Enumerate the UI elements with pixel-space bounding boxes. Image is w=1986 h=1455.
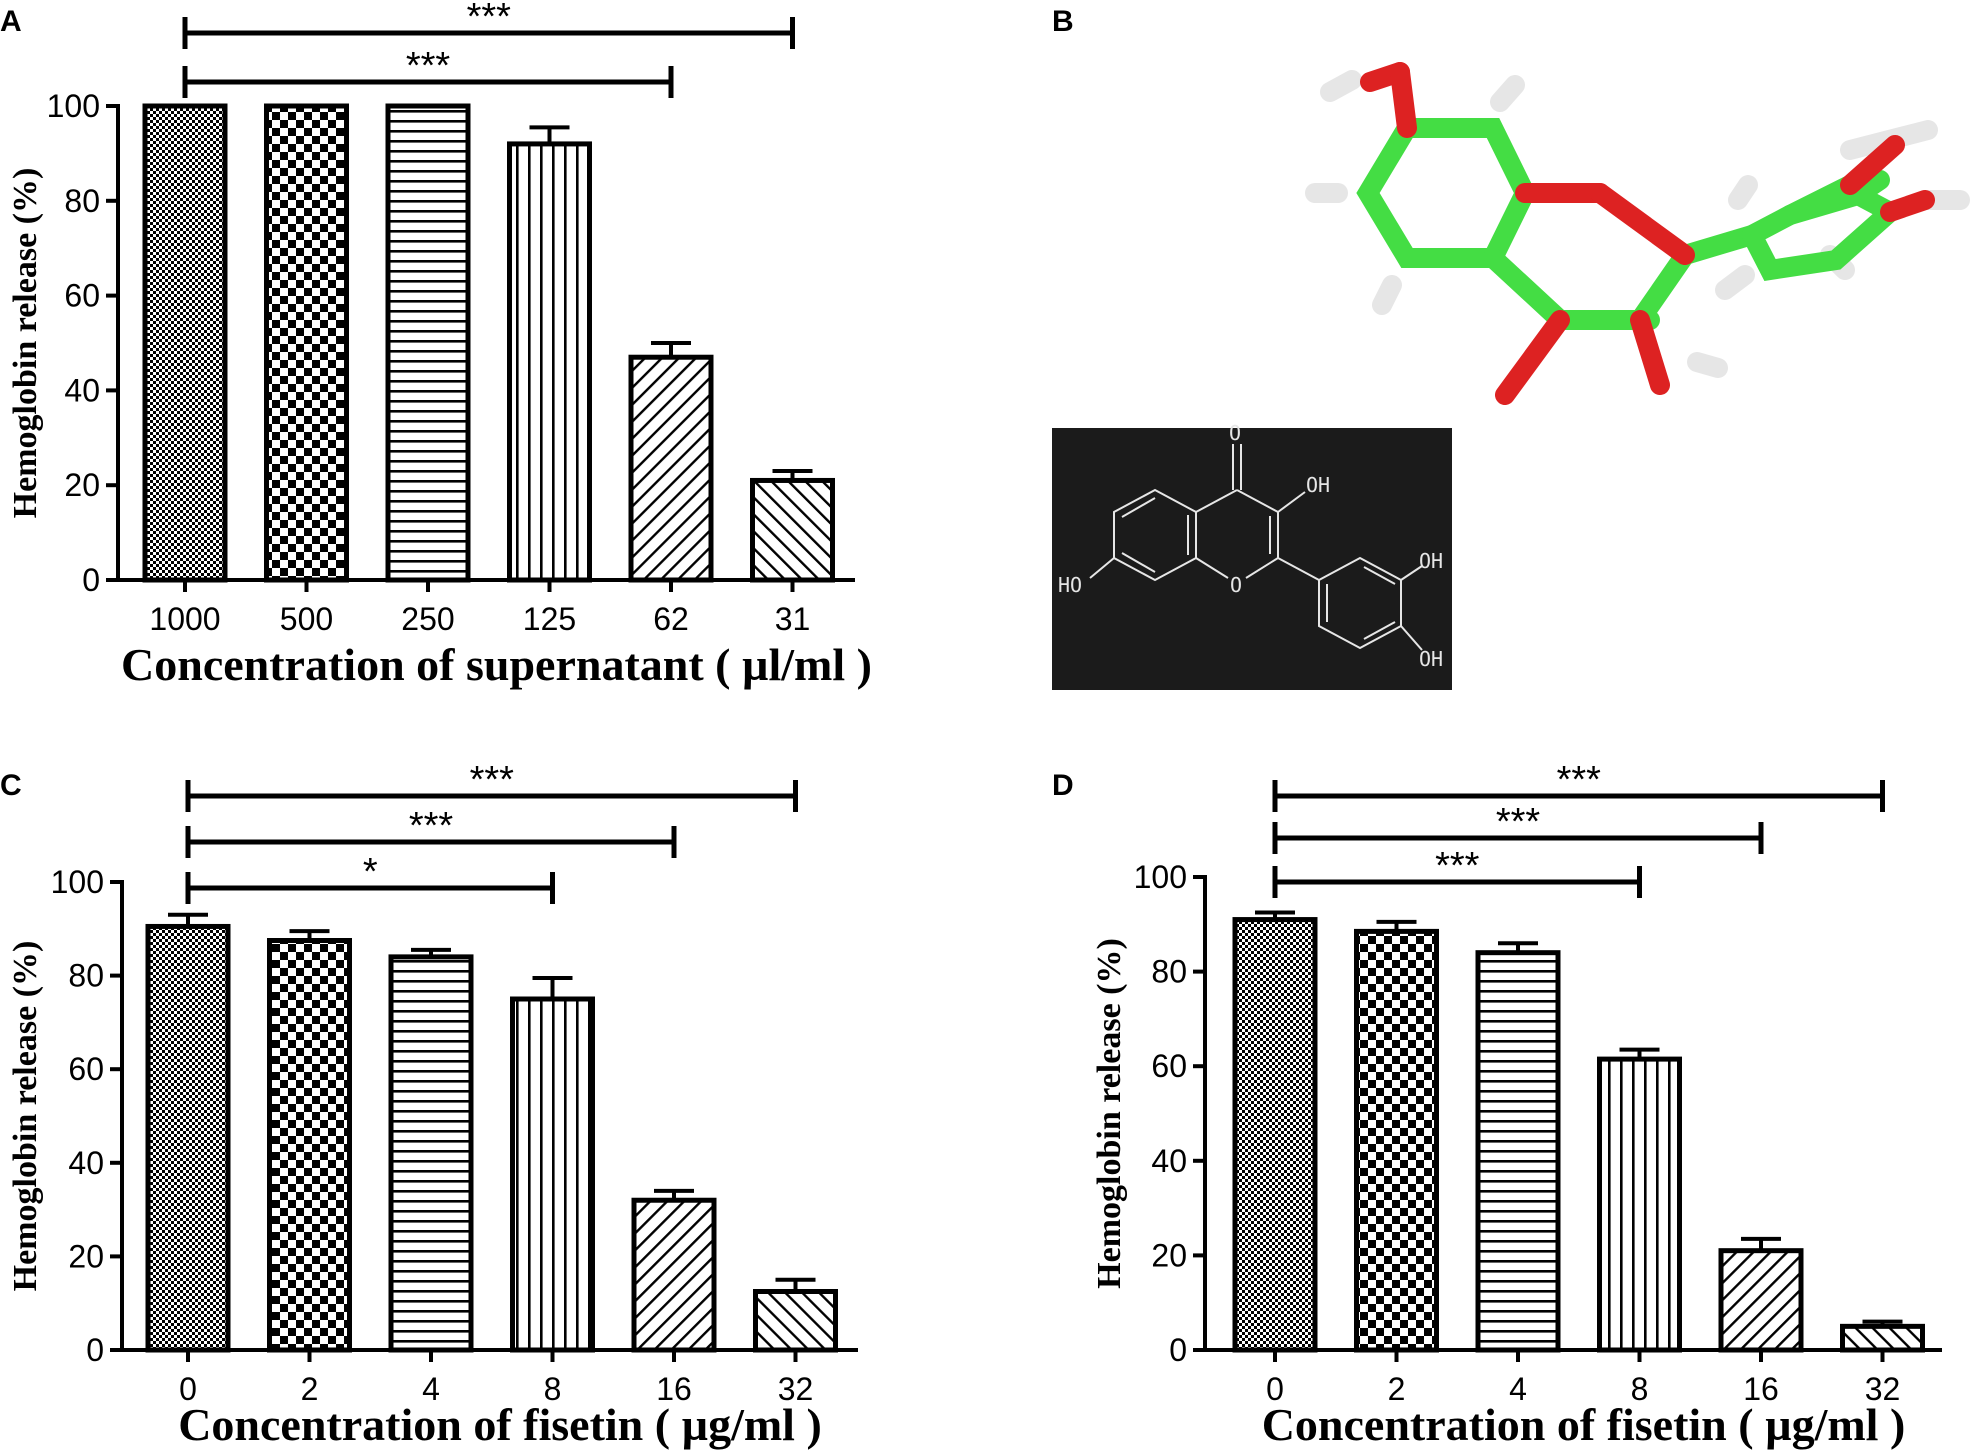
bar [750, 477, 835, 583]
bar [388, 954, 474, 1353]
chart-a: 0 20 40 60 80 100 1000 500 250 125 62 31 *** *** Hemog… [7, 0, 872, 690]
y-tick-label: 20 [64, 467, 100, 503]
x-tick-label: 8 [1631, 1371, 1649, 1407]
bar [267, 938, 352, 1353]
bar [264, 103, 349, 583]
atom-label-ring-o: O [1230, 573, 1242, 597]
x-tick-label: 125 [523, 601, 576, 637]
y-tick-label: 100 [47, 88, 100, 124]
significance-stars: *** [1496, 801, 1541, 843]
panel-label-c: C [0, 769, 22, 802]
significance-stars: *** [406, 45, 451, 87]
x-tick-label: 4 [422, 1371, 440, 1407]
bar [507, 141, 592, 583]
bar [1475, 950, 1561, 1353]
bar [145, 923, 231, 1353]
bar [1354, 928, 1439, 1353]
y-tick-label: 80 [64, 183, 100, 219]
bar [628, 354, 714, 583]
bar [510, 996, 595, 1353]
y-tick-label: 0 [82, 562, 100, 598]
significance-stars: *** [470, 759, 515, 801]
y-tick-label: 0 [86, 1332, 104, 1368]
structure-inset-background [1052, 428, 1452, 690]
significance-stars: *** [409, 805, 454, 847]
y-tick-label: 60 [1151, 1048, 1187, 1084]
y-axis-title: Hemoglobin release (%) [1091, 938, 1128, 1289]
x-tick-label: 250 [401, 601, 454, 637]
x-tick-label: 16 [656, 1371, 692, 1407]
significance-stars: * [363, 851, 378, 893]
bar [753, 1289, 838, 1353]
x-axis-title: Concentration of fisetin ( µg/ml ) [178, 1399, 822, 1450]
bar [385, 103, 471, 583]
molecule-2d-structure: O OH OH OH HO O [1052, 421, 1452, 690]
y-axis-title: Hemoglobin release (%) [7, 941, 44, 1292]
atom-label-ketone-o: O [1229, 421, 1241, 445]
x-tick-label: 8 [544, 1371, 562, 1407]
bar [631, 1197, 717, 1353]
y-axis-title: Hemoglobin release (%) [7, 168, 44, 519]
bar [1597, 1056, 1682, 1353]
bar [1840, 1323, 1925, 1353]
x-tick-label: 2 [1388, 1371, 1406, 1407]
x-tick-label: 0 [179, 1371, 197, 1407]
y-tick-label: 60 [64, 278, 100, 314]
x-axis-title: Concentration of fisetin ( µg/ml ) [1262, 1399, 1906, 1450]
y-tick-label: 20 [68, 1238, 104, 1274]
x-tick-label: 31 [775, 601, 811, 637]
bar [1232, 917, 1318, 1353]
x-tick-label: 32 [778, 1371, 814, 1407]
oxygen-bonds [1360, 62, 1935, 405]
y-tick-label: 60 [68, 1051, 104, 1087]
y-tick-label: 80 [1151, 954, 1187, 990]
x-tick-label: 2 [301, 1371, 319, 1407]
atom-label-4prime-oh: OH [1419, 647, 1443, 671]
skeletal-bonds [1089, 444, 1423, 651]
y-tick-label: 100 [51, 864, 104, 900]
molecule-3d-model [1305, 62, 1970, 405]
y-tick-label: 80 [68, 958, 104, 994]
atom-label-3-oh: OH [1306, 473, 1330, 497]
atom-label-3prime-oh: OH [1419, 549, 1443, 573]
panel-label-a: A [0, 5, 22, 38]
y-tick-label: 40 [1151, 1143, 1187, 1179]
y-tick-label: 20 [1151, 1237, 1187, 1273]
x-tick-label: 32 [1865, 1371, 1901, 1407]
y-tick-label: 0 [1169, 1332, 1187, 1368]
bar [1718, 1248, 1804, 1353]
x-tick-label: 62 [653, 601, 689, 637]
x-tick-label: 1000 [149, 601, 220, 637]
x-tick-label: 16 [1743, 1371, 1779, 1407]
x-axis-title: Concentration of supernatant ( µl/ml ) [121, 639, 872, 690]
panel-label-d: D [1052, 769, 1074, 802]
y-tick-label: 40 [68, 1145, 104, 1181]
y-tick-label: 100 [1134, 859, 1187, 895]
chart-d: 0 20 40 60 80 100 0 2 4 8 16 32 *** *** *** Hemoglobin … [1091, 759, 1942, 1450]
bar [142, 103, 228, 583]
x-tick-label: 500 [280, 601, 333, 637]
x-tick-label: 4 [1509, 1371, 1527, 1407]
significance-stars: *** [467, 0, 512, 38]
significance-stars: *** [1557, 759, 1602, 801]
significance-stars: *** [1435, 845, 1480, 887]
y-tick-label: 40 [64, 372, 100, 408]
x-tick-label: 0 [1266, 1371, 1284, 1407]
atom-label-7-ho: HO [1058, 573, 1082, 597]
panel-label-b: B [1052, 5, 1074, 38]
